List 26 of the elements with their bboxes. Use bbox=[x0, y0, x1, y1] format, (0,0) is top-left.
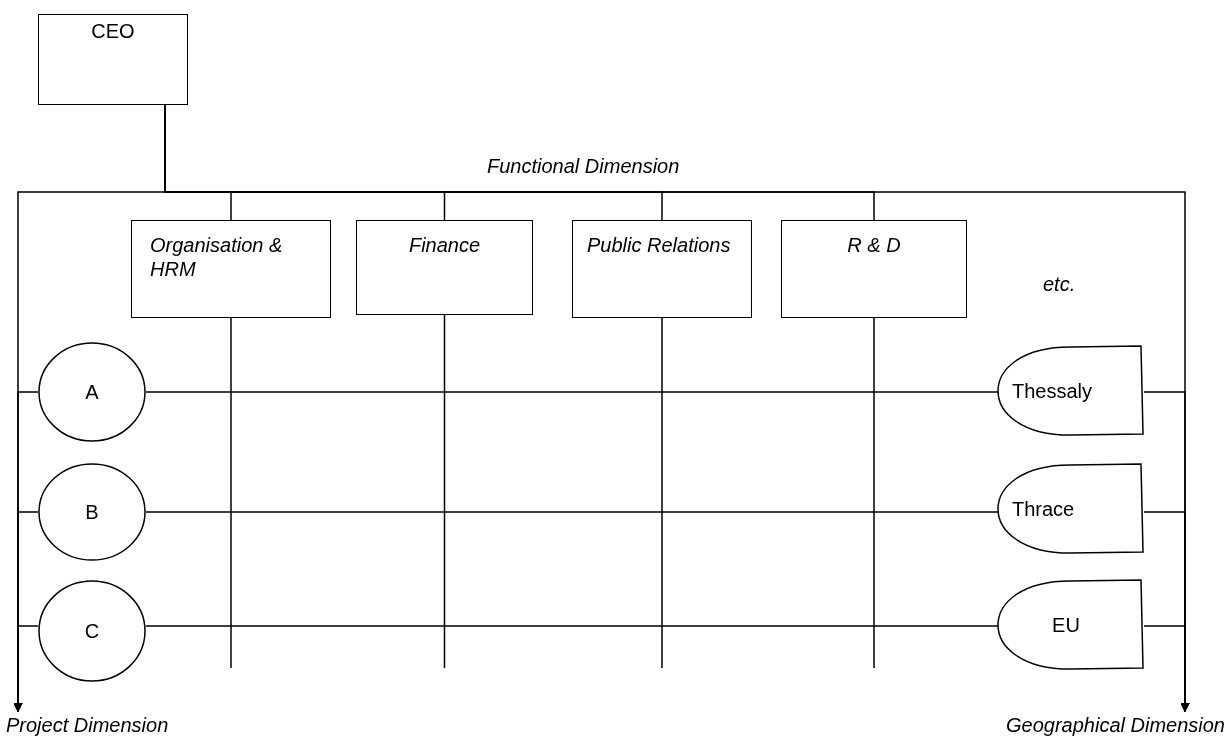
function-box bbox=[131, 220, 331, 318]
node-label: C bbox=[84, 619, 100, 643]
arrow bbox=[1143, 625, 1190, 713]
node-label: CEO bbox=[91, 19, 135, 43]
function-box bbox=[781, 220, 967, 318]
node-label: Thessaly bbox=[1012, 379, 1093, 403]
axis-label: Geographical Dimension bbox=[1006, 713, 1225, 737]
connector-line bbox=[230, 317, 232, 669]
connector-line bbox=[443, 314, 446, 669]
node-label: Thrace bbox=[1012, 497, 1075, 521]
arrow bbox=[13, 625, 39, 713]
axis-label: Project Dimension bbox=[6, 713, 169, 737]
dimension-label: Functional Dimension bbox=[487, 155, 680, 178]
connector-line bbox=[661, 317, 663, 669]
function-box bbox=[356, 220, 533, 315]
note-text: etc. bbox=[1043, 273, 1076, 296]
node-label: A bbox=[85, 380, 99, 404]
ceo-box bbox=[38, 14, 188, 105]
node-label: Organisation & HRM bbox=[150, 233, 284, 281]
node-label: Finance bbox=[408, 233, 481, 257]
node-label: Public Relations bbox=[587, 233, 731, 257]
node-label: B bbox=[85, 500, 99, 524]
connector-line bbox=[873, 317, 875, 669]
function-box bbox=[572, 220, 752, 318]
node-label: EU bbox=[1052, 613, 1080, 637]
node-label: R & D bbox=[847, 233, 901, 257]
